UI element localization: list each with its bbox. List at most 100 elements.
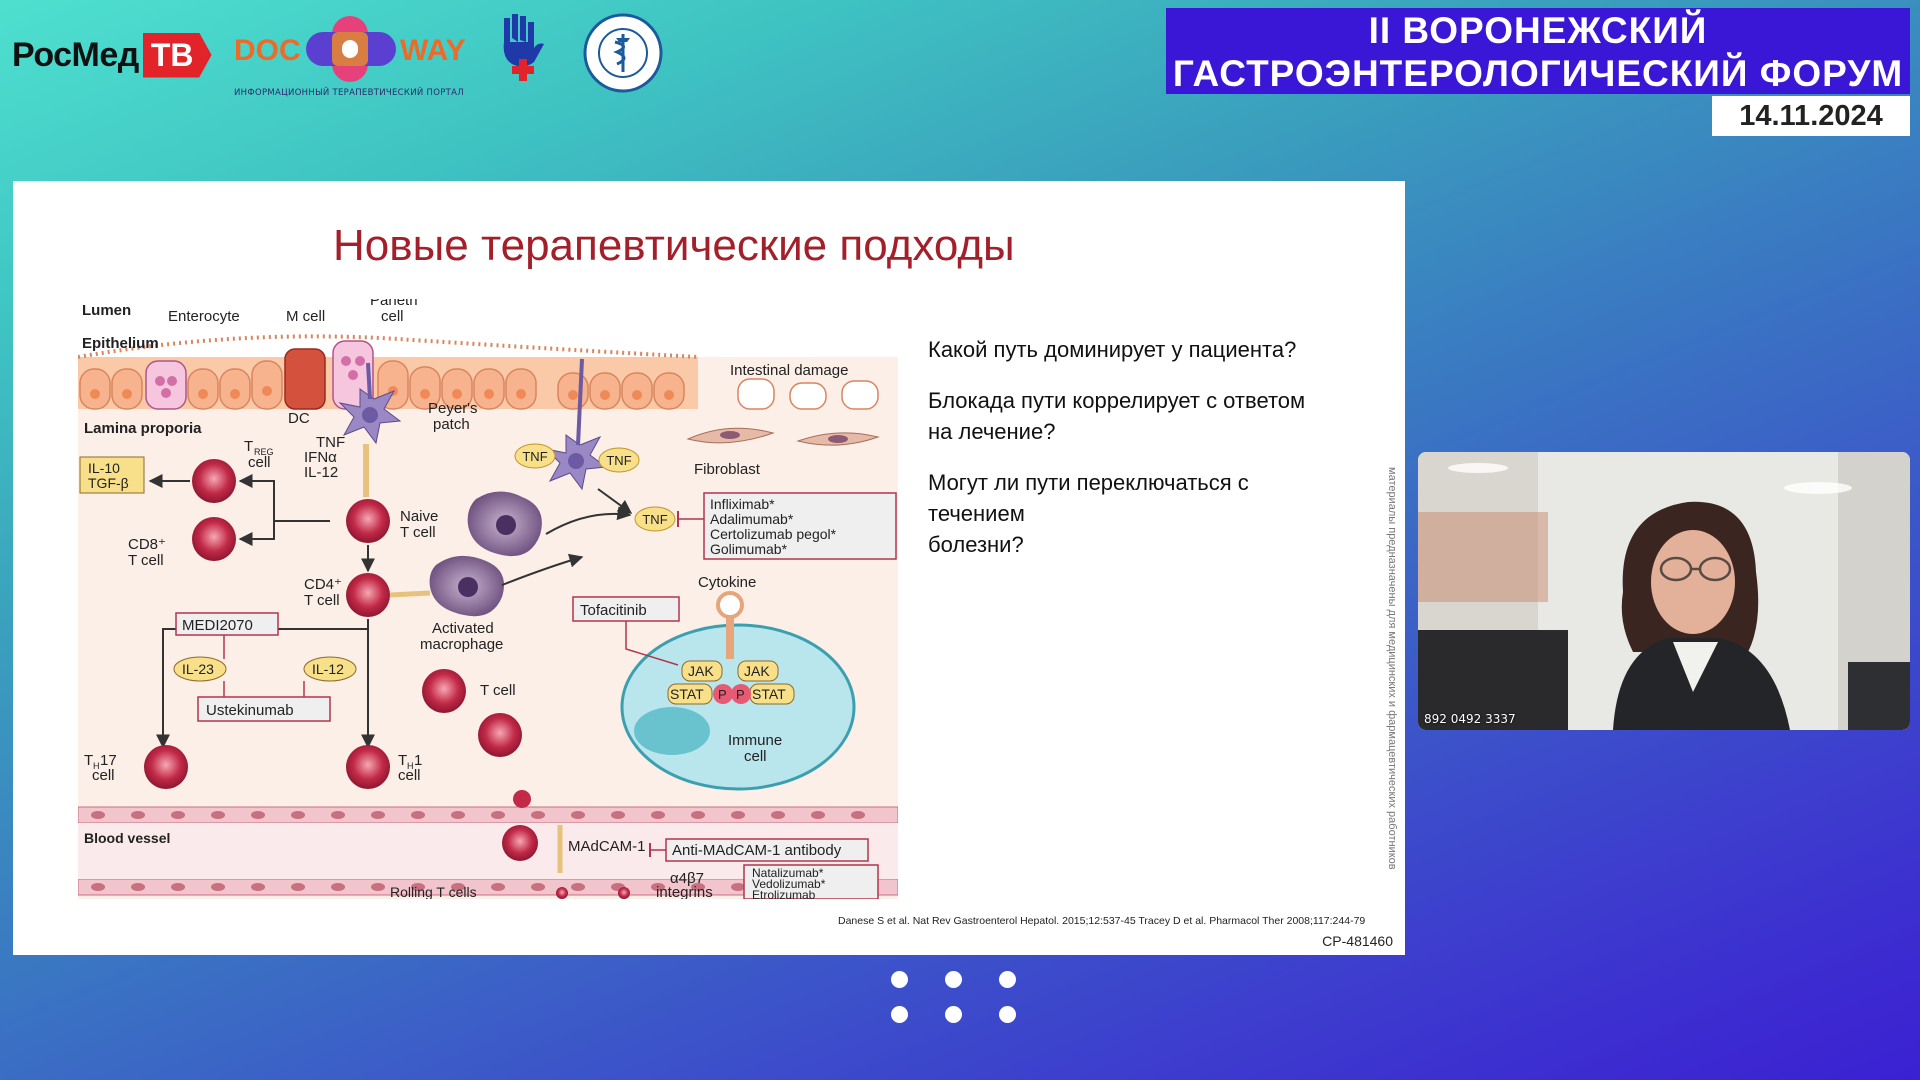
label-lumen: Lumen bbox=[82, 302, 131, 319]
slide-title: Новые терапевтические подходы bbox=[333, 221, 1015, 270]
drug-tnf-4: Golimumab* bbox=[710, 541, 788, 557]
label-il23: IL-23 bbox=[182, 661, 214, 677]
label-epithelium: Epithelium bbox=[82, 335, 159, 352]
label-paneth-2: cell bbox=[381, 308, 404, 325]
page-dot-2[interactable] bbox=[945, 971, 962, 988]
label-paneth-1: Paneth bbox=[370, 299, 418, 309]
label-naive-2: T cell bbox=[400, 524, 436, 541]
drug-tnf-1: Infliximab* bbox=[710, 496, 775, 512]
slide-watermark: материалы предназначены для медицинских … bbox=[1386, 467, 1398, 870]
label-th17-t: T bbox=[84, 752, 93, 769]
label-naive-1: Naive bbox=[400, 508, 438, 525]
label-th17-cell: cell bbox=[92, 767, 115, 784]
page-dot-5[interactable] bbox=[945, 1006, 962, 1023]
label-th17-sub: H bbox=[93, 761, 100, 771]
anti-integrin-drugs-box bbox=[743, 864, 879, 899]
label-jak-2: JAK bbox=[744, 663, 770, 679]
t-cell-2 bbox=[478, 713, 522, 757]
page-dot-4[interactable] bbox=[891, 1006, 908, 1023]
ibd-pathway-diagram: Lumen Enterocyte M cell Paneth cell Epit… bbox=[78, 299, 898, 899]
label-treg-cell: cell bbox=[248, 454, 271, 471]
label-th1-sub: H bbox=[407, 761, 414, 771]
tofacitinib-box bbox=[572, 596, 680, 622]
immune-cell-nucleus bbox=[634, 707, 710, 755]
label-immune-1: Immune bbox=[728, 732, 782, 749]
svg-text:TNF: TNF bbox=[522, 449, 547, 464]
label-ifn: IFNα bbox=[304, 449, 337, 466]
label-il10: IL-10 bbox=[88, 460, 120, 476]
th1-cell bbox=[346, 745, 390, 789]
label-treg-sub: REG bbox=[254, 447, 274, 457]
label-jak-1: JAK bbox=[688, 663, 714, 679]
naive-t-cell bbox=[346, 499, 390, 543]
immune-cell bbox=[620, 623, 856, 791]
label-tofacitinib: Tofacitinib bbox=[580, 602, 647, 619]
docway-cross-icon bbox=[306, 16, 396, 82]
label-stat-2: STAT bbox=[752, 686, 786, 702]
question-1: Какой путь доминирует у пациента? bbox=[928, 337, 1297, 362]
label-il12-dc: IL-12 bbox=[304, 464, 338, 481]
label-th1-t: T bbox=[398, 752, 407, 769]
slide-code: CP-481460 bbox=[1322, 933, 1393, 949]
dendritic-cells bbox=[338, 358, 608, 491]
t-cell-1 bbox=[422, 669, 466, 713]
slide-citation: Danese S et al. Nat Rev Gastroenterol He… bbox=[838, 915, 1366, 927]
cd8-cell bbox=[192, 517, 236, 561]
question-3-line1: Могут ли пути переключаться с bbox=[928, 470, 1249, 495]
svg-text:TNF: TNF bbox=[642, 512, 667, 527]
label-dc: DC bbox=[288, 410, 310, 427]
label-tnf-secreted: TNF bbox=[316, 434, 345, 451]
svg-text:TNF: TNF bbox=[606, 453, 631, 468]
label-tgfb: TGF-β bbox=[88, 475, 129, 491]
label-ustekinumab: Ustekinumab bbox=[206, 702, 294, 719]
question-3: Могут ли пути переключаться с течением б… bbox=[928, 467, 1368, 560]
rosmed-tv-logo: РосМед ТВ bbox=[12, 20, 212, 90]
presentation-slide: Новые терапевтические подходы bbox=[13, 181, 1405, 955]
label-activated-1: Activated bbox=[432, 620, 494, 637]
tnf-ovals: TNF TNF TNF bbox=[514, 443, 676, 532]
question-3-line3: болезни? bbox=[928, 532, 1024, 557]
docway-logo-way: WAY bbox=[400, 34, 466, 67]
rosmed-logo-text: РосМед bbox=[12, 35, 139, 74]
speaker-webcam-video[interactable]: 892 0492 3337 bbox=[1418, 452, 1910, 730]
question-2: Блокада пути коррелирует с ответом на ле… bbox=[928, 385, 1368, 447]
forum-title-banner: II ВОРОНЕЖСКИЙ ГАСТРОЭНТЕРОЛОГИЧЕСКИЙ ФО… bbox=[1166, 8, 1910, 94]
label-cd8-2: T cell bbox=[128, 552, 164, 569]
drug-integrin-2: Vedolizumab* bbox=[752, 877, 826, 891]
label-peyers-2: patch bbox=[433, 416, 470, 433]
label-enterocyte: Enterocyte bbox=[168, 308, 240, 325]
label-t-cell: T cell bbox=[480, 682, 516, 699]
medi2070-box bbox=[175, 612, 279, 636]
drug-tnf-3: Certolizumab pegol* bbox=[710, 526, 837, 542]
health-department-seal-icon bbox=[583, 13, 663, 93]
forum-title-line2: ГАСТРОЭНТЕРОЛОГИЧЕСКИЙ ФОРУМ bbox=[1172, 53, 1904, 94]
label-peyers-1: Peyer's bbox=[428, 400, 478, 417]
drug-integrin-1: Natalizumab* bbox=[752, 866, 824, 880]
adhering-t-cell bbox=[502, 825, 538, 861]
page-dot-1[interactable] bbox=[891, 971, 908, 988]
label-fibroblast: Fibroblast bbox=[694, 461, 761, 478]
label-a4b7-2: integrins bbox=[656, 884, 713, 899]
participant-label: 892 0492 3337 bbox=[1424, 712, 1516, 726]
label-th17-num: 17 bbox=[100, 752, 117, 769]
page-dot-3[interactable] bbox=[999, 971, 1016, 988]
label-p-2: P bbox=[736, 687, 745, 702]
svg-text:материалы предназначены для ме: материалы предназначены для медицинских … bbox=[1386, 467, 1398, 870]
docway-logo-subtitle: ИНФОРМАЦИОННЫЙ ТЕРАПЕВТИЧЕСКИЙ ПОРТАЛ bbox=[234, 88, 464, 98]
label-th1-cell: cell bbox=[398, 767, 421, 784]
label-cd8-1: CD8⁺ bbox=[128, 536, 166, 553]
label-immune-2: cell bbox=[744, 748, 767, 765]
label-il12: IL-12 bbox=[312, 661, 344, 677]
drug-integrin-3: Etrolizumab bbox=[752, 888, 816, 899]
hand-cross-logo-icon bbox=[503, 14, 544, 81]
th17-cell bbox=[144, 745, 188, 789]
drug-tnf-2: Adalimumab* bbox=[710, 511, 794, 527]
docway-logo: DOC WAY ИНФОРМАЦИОННЫЙ ТЕРАПЕВТИЧЕСКИЙ П… bbox=[232, 10, 466, 105]
treg-cell bbox=[192, 459, 236, 503]
question-3-line2: течением bbox=[928, 501, 1025, 526]
page-dot-6[interactable] bbox=[999, 1006, 1016, 1023]
ustekinumab-box bbox=[197, 696, 331, 722]
cd4-t-cell bbox=[346, 573, 390, 617]
question-2-line2: на лечение? bbox=[928, 419, 1056, 444]
forum-date: 14.11.2024 bbox=[1712, 96, 1910, 136]
